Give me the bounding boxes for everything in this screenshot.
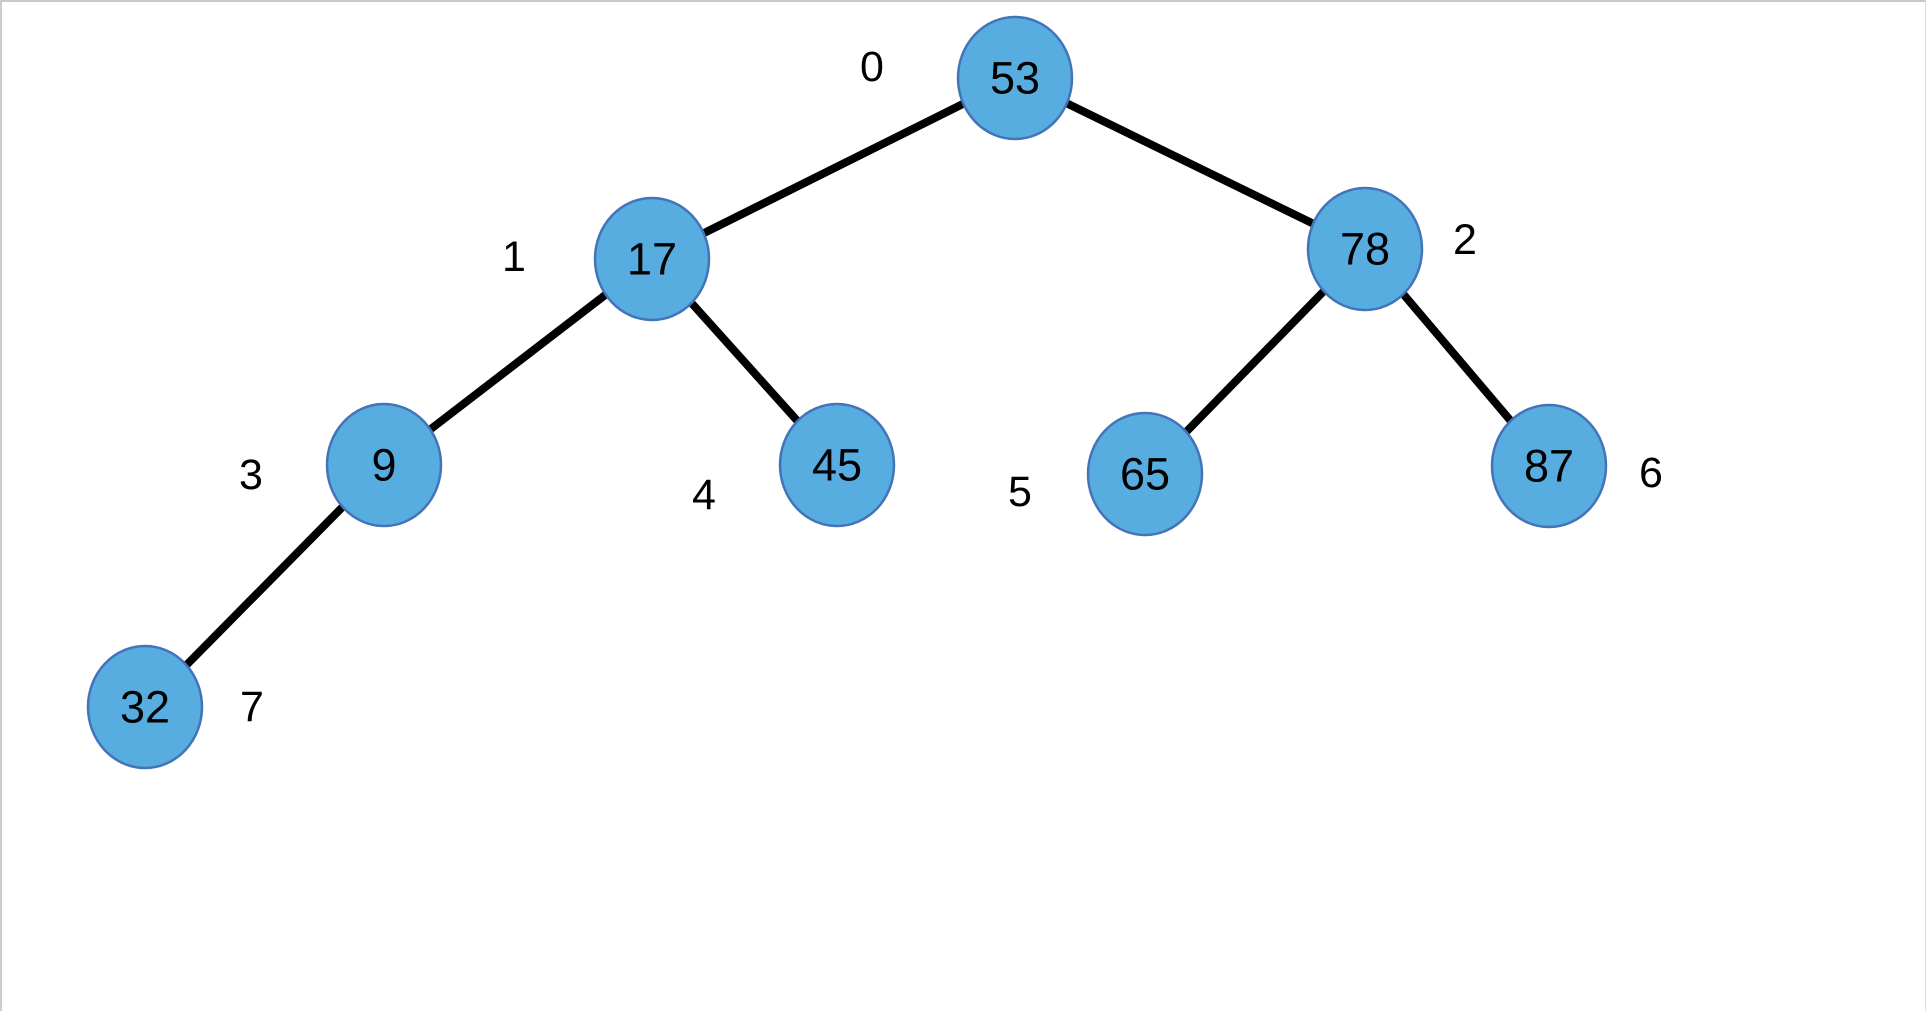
tree-node-value: 45 — [812, 440, 862, 491]
tree-node-index-label: 5 — [1008, 468, 1032, 516]
tree-node-circle[interactable] — [1490, 403, 1608, 529]
tree-node-value: 65 — [1120, 449, 1170, 500]
tree-node-circle[interactable] — [325, 402, 443, 528]
tree-node-circle[interactable] — [1306, 186, 1424, 312]
tree-node-value: 9 — [371, 440, 396, 491]
tree-node-value: 53 — [990, 53, 1040, 104]
tree-node-index-label: 1 — [502, 233, 526, 281]
tree-edge — [650, 74, 1017, 263]
tree-node-value: 87 — [1524, 441, 1574, 492]
tree-node-circle[interactable] — [956, 15, 1074, 141]
tree-node-index-label: 7 — [240, 683, 264, 731]
tree-node-circle[interactable] — [1086, 411, 1204, 537]
tree-node-value: 17 — [627, 234, 677, 285]
tree-node-circle[interactable] — [778, 402, 896, 528]
tree-node-index-label: 2 — [1453, 216, 1477, 264]
tree-node-index-label: 4 — [692, 471, 716, 519]
tree-node-value: 78 — [1340, 224, 1390, 275]
tree-edge — [1013, 74, 1367, 253]
tree-node-value: 32 — [120, 682, 170, 733]
tree-node-circle[interactable] — [86, 644, 204, 770]
tree-node-index-label: 6 — [1639, 449, 1663, 497]
tree-node-circle[interactable] — [593, 196, 711, 322]
tree-node-index-label: 3 — [239, 451, 263, 499]
tree-node-index-label: 0 — [860, 43, 884, 91]
